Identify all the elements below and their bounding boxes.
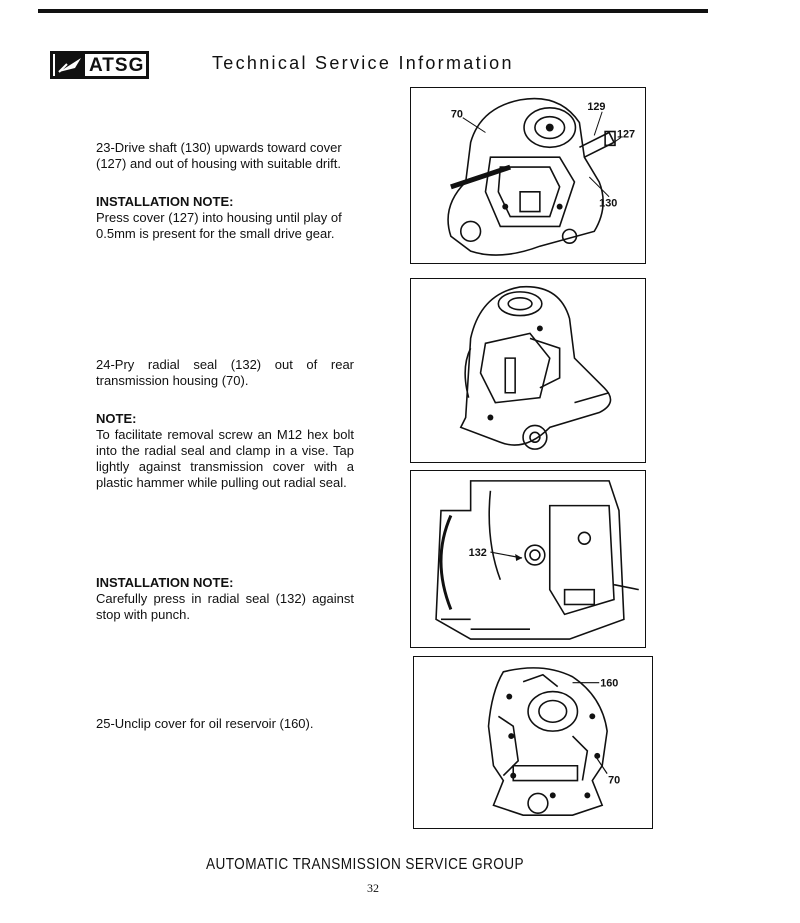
oil-reservoir-illustration: 160 70 [487,667,620,816]
footer-org: AUTOMATIC TRANSMISSION SERVICE GROUP [205,856,525,873]
step-text: 23-Drive shaft (130) upwards toward cove… [96,140,342,171]
step-text: 25-Unclip cover for oil reservoir (160). [96,716,314,731]
installation-note-text: Press cover (127) into housing until pla… [96,210,342,241]
step-text: 24-Pry radial seal (132) out of rear tra… [96,357,354,388]
installation-note-heading: INSTALLATION NOTE: [96,575,234,590]
figure-oil-reservoir-cover: 160 70 [413,656,653,829]
step-25: 25-Unclip cover for oil reservoir (160). [96,716,354,732]
note-heading: NOTE: [96,411,137,426]
atsg-logo: ATSG [50,51,149,79]
page-number: 32 [367,881,379,895]
figure-radial-seal-housing [410,278,646,463]
logo-arrow-icon [55,54,85,76]
note-text: To facilitate removal screw an M12 hex b… [96,427,354,490]
callout-127: 127 [617,128,635,140]
radial-seal-housing-illustration [459,285,612,450]
installation-note-heading: INSTALLATION NOTE: [96,194,234,209]
header-rule [38,9,708,13]
callout-129: 129 [587,101,605,113]
drive-shaft-illustration: 70 129 127 130 [447,97,635,256]
figure-drive-shaft: 70 129 127 130 [410,87,646,264]
callout-132: 132 [469,547,487,559]
callout-70: 70 [608,775,620,787]
installation-note-text: Carefully press in radial seal (132) aga… [96,591,354,622]
radial-seal-install-illustration: 132 [435,480,639,640]
step-24: 24-Pry radial seal (132) out of rear tra… [96,357,354,491]
callout-160: 160 [600,678,618,690]
figure-radial-seal-install: 132 [410,470,646,648]
step-24-installation: INSTALLATION NOTE: Carefully press in ra… [96,575,354,623]
callout-130: 130 [599,198,617,210]
callout-70: 70 [451,109,463,121]
logo-text: ATSG [89,54,145,76]
step-23: 23-Drive shaft (130) upwards toward cove… [96,140,354,242]
page-title: Technical Service Information [212,53,514,73]
